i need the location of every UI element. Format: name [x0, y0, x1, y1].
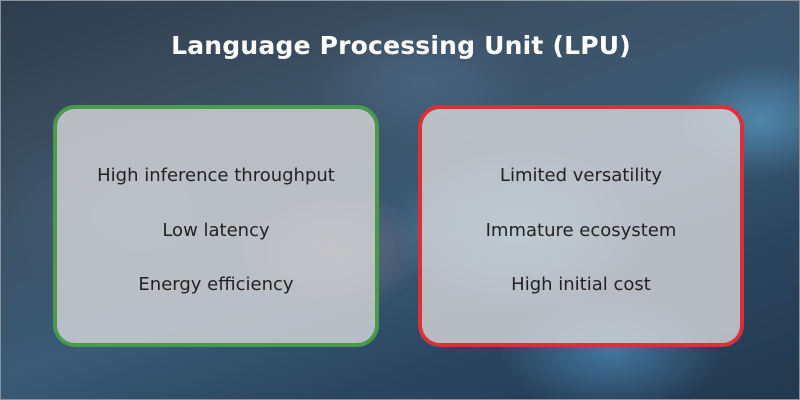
- page-title: Language Processing Unit (LPU): [171, 31, 631, 60]
- advantage-item: Energy efficiency: [138, 274, 294, 295]
- advantage-item: Low latency: [162, 219, 270, 241]
- disadvantage-item: Limited versatility: [499, 165, 663, 186]
- disadvantage-item: Immature ecosystem: [485, 219, 677, 241]
- advantages-panel: High inference throughput Low latency En…: [53, 105, 379, 347]
- disadvantage-item: High initial cost: [511, 274, 651, 295]
- disadvantages-panel: Limited versatility Immature ecosystem H…: [418, 105, 744, 347]
- advantage-item: High inference throughput: [97, 165, 335, 186]
